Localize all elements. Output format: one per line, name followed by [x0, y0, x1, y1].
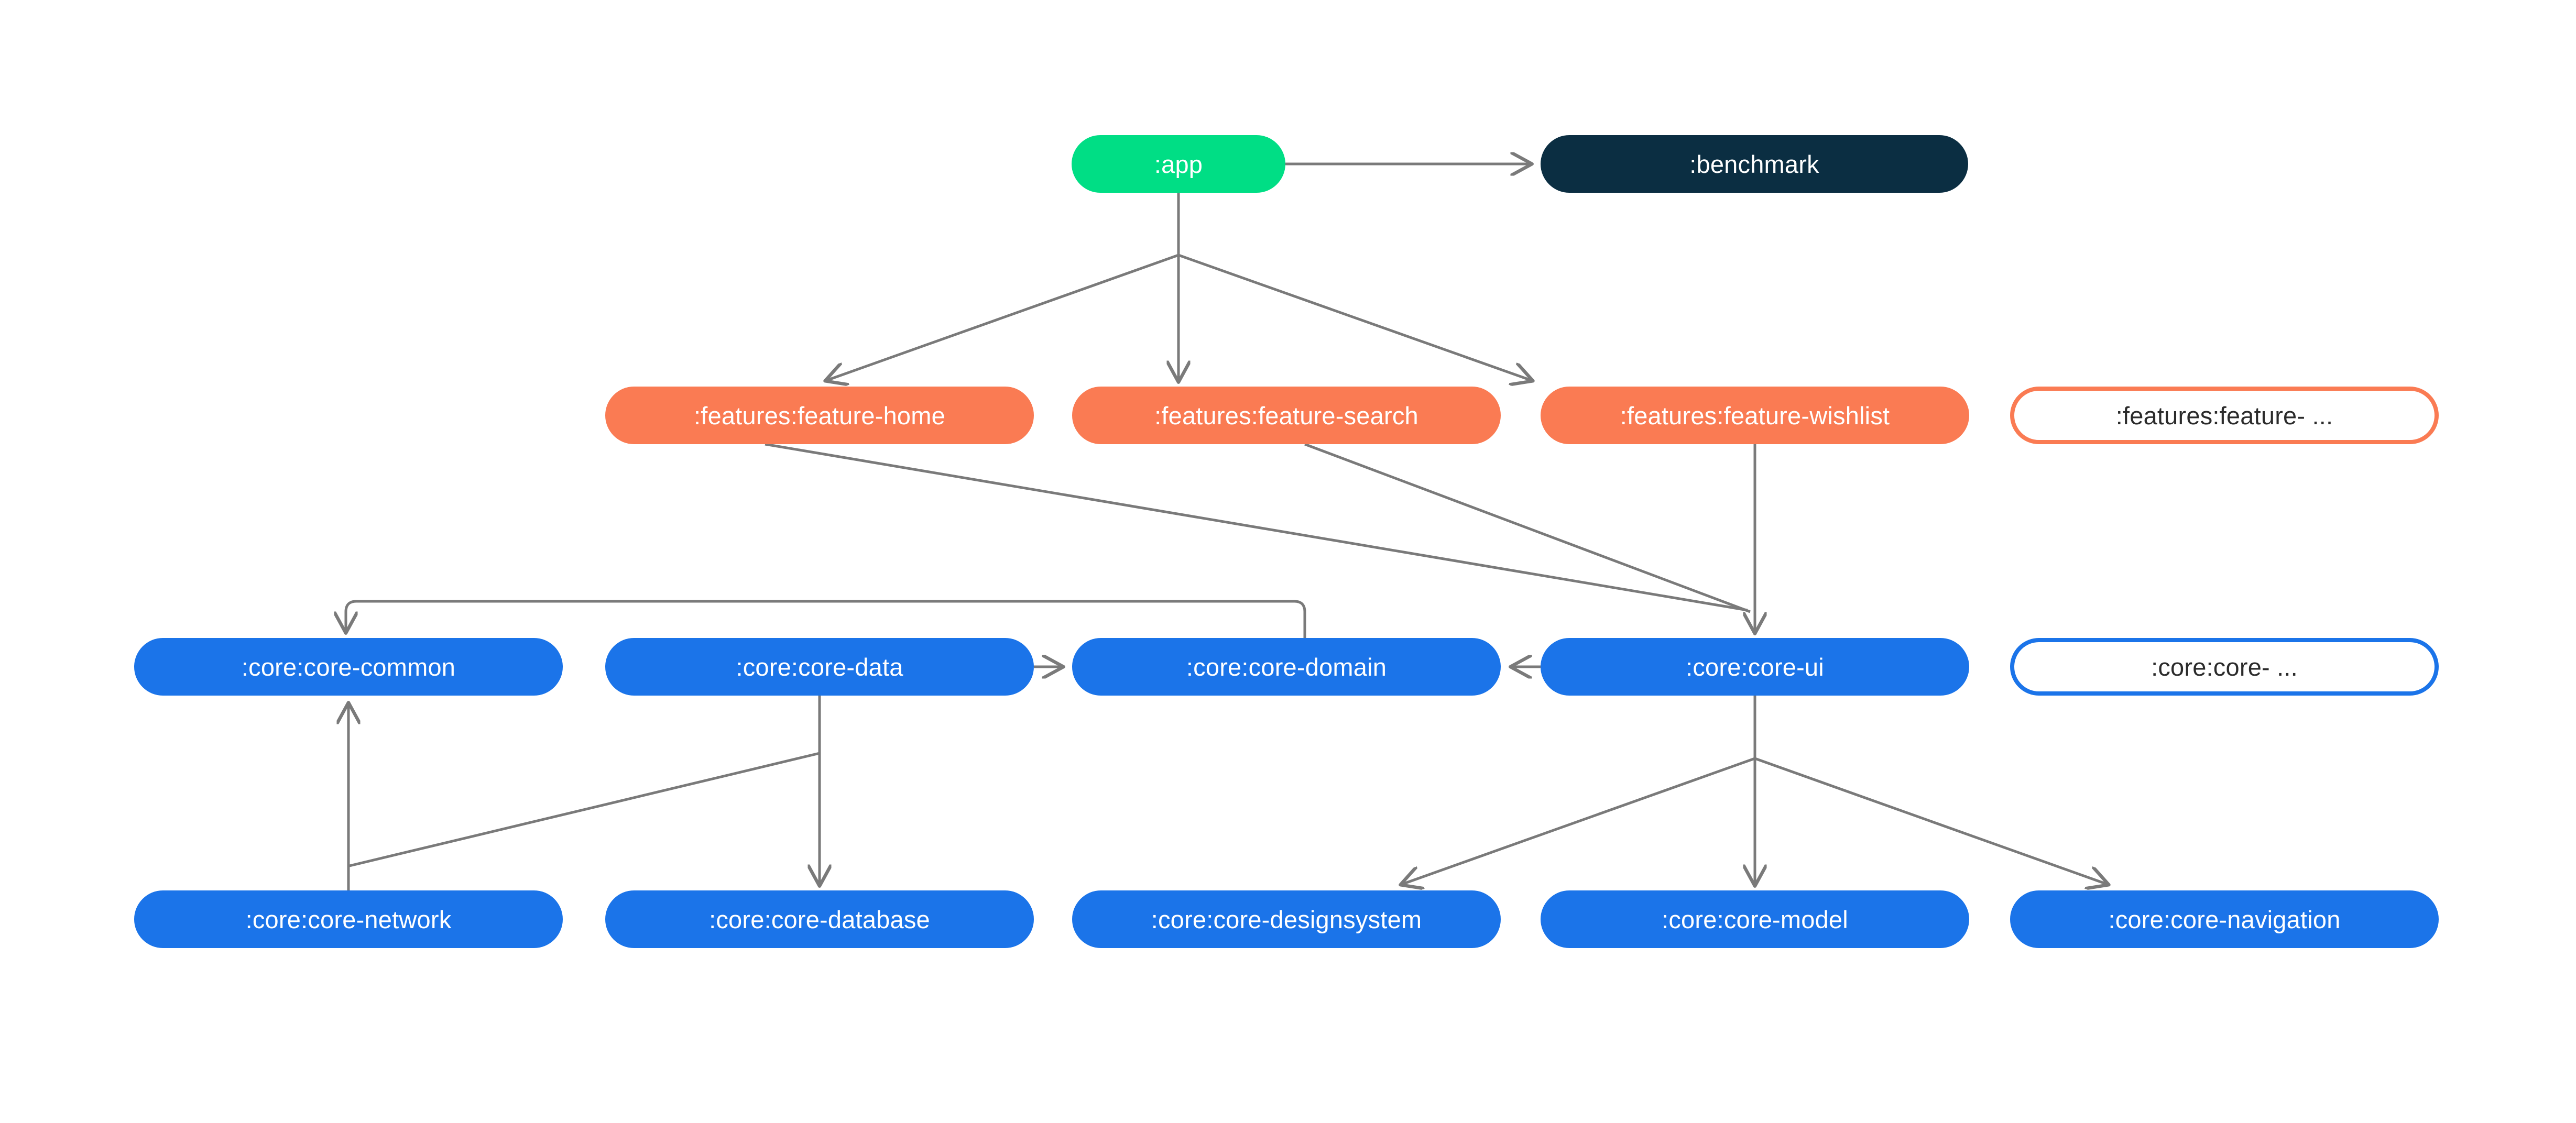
- node-label: :features:feature- ...: [2115, 401, 2333, 430]
- node-core-common[interactable]: :core:core-common: [134, 638, 563, 696]
- node-core-database[interactable]: :core:core-database: [605, 890, 1034, 948]
- node-label: :core:core-database: [709, 905, 930, 933]
- node-label: :core:core-navigation: [2108, 905, 2341, 933]
- node-core-network[interactable]: :core:core-network: [134, 890, 563, 948]
- node-label: :benchmark: [1689, 150, 1819, 178]
- node-core-designsystem[interactable]: :core:core-designsystem: [1072, 890, 1501, 948]
- node-label: :core:core-common: [241, 653, 456, 681]
- node-label: :core:core- ...: [2151, 653, 2298, 681]
- node-label: :core:core-domain: [1186, 653, 1387, 681]
- node-benchmark[interactable]: :benchmark: [1541, 135, 1968, 193]
- node-feature-more[interactable]: :features:feature- ...: [2010, 387, 2439, 444]
- node-feature-search[interactable]: :features:feature-search: [1072, 387, 1501, 444]
- node-app[interactable]: :app: [1072, 135, 1285, 193]
- node-core-navigation[interactable]: :core:core-navigation: [2010, 890, 2439, 948]
- node-label: :core:core-data: [736, 653, 903, 681]
- node-label: :core:core-designsystem: [1151, 905, 1422, 933]
- node-label: :core:core-network: [245, 905, 452, 933]
- node-label: :features:feature-wishlist: [1620, 401, 1890, 430]
- node-feature-home[interactable]: :features:feature-home: [605, 387, 1034, 444]
- node-label: :core:core-ui: [1686, 653, 1824, 681]
- node-label: :app: [1154, 150, 1203, 178]
- node-label: :features:feature-search: [1154, 401, 1418, 430]
- node-core-more[interactable]: :core:core- ...: [2010, 638, 2439, 696]
- node-core-model[interactable]: :core:core-model: [1541, 890, 1969, 948]
- node-feature-wishlist[interactable]: :features:feature-wishlist: [1541, 387, 1969, 444]
- node-core-data[interactable]: :core:core-data: [605, 638, 1034, 696]
- node-core-domain[interactable]: :core:core-domain: [1072, 638, 1501, 696]
- node-core-ui[interactable]: :core:core-ui: [1541, 638, 1969, 696]
- node-label: :features:feature-home: [694, 401, 945, 430]
- node-label: :core:core-model: [1662, 905, 1848, 933]
